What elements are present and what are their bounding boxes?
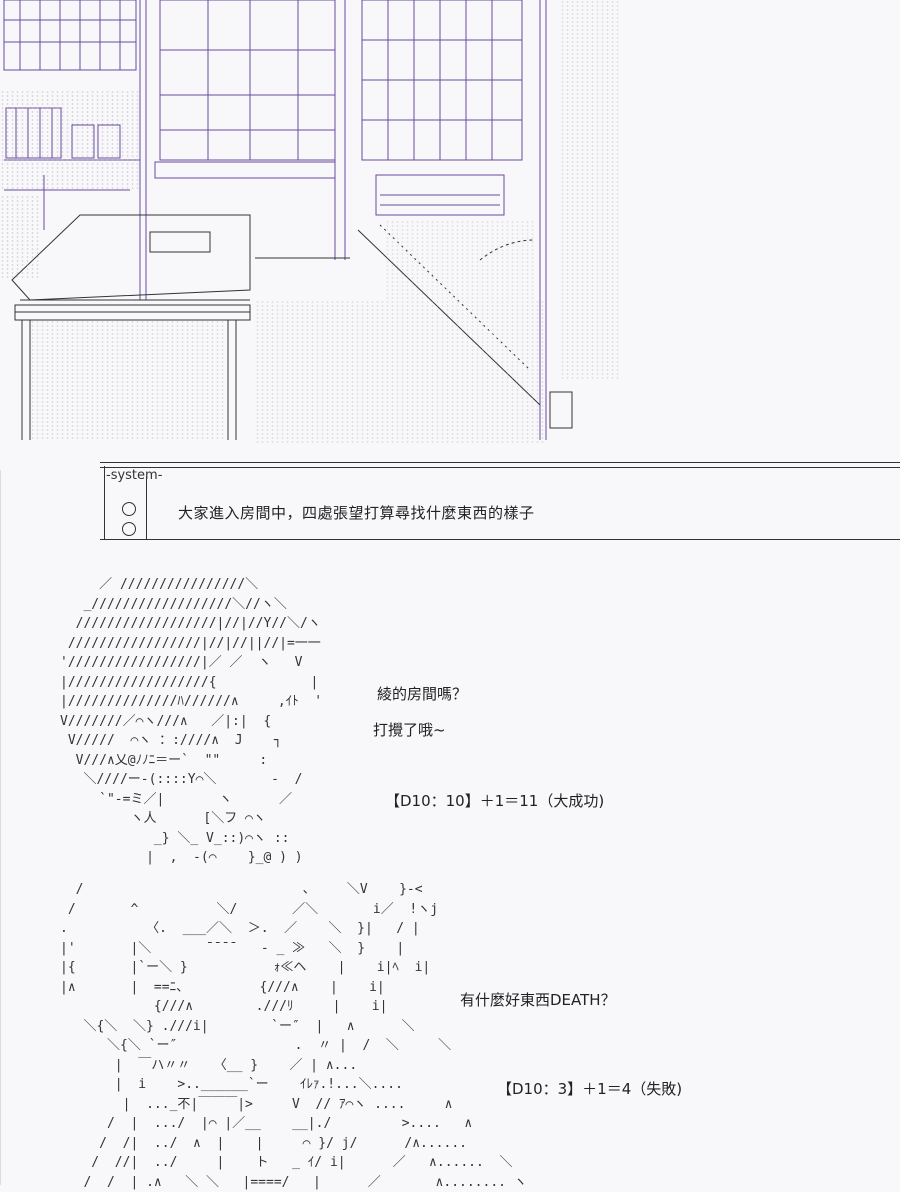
system-left-bar [104,466,105,540]
character-art-2: / 、 ＼V }-< / ^ ＼/ ／＼ i／ !ヽj . 〈. ___／＼ ＞… [60,882,527,1190]
character-art-1: ／ ////////////////＼ _//////////////////＼… [60,577,323,865]
system-message-box: -system- 大家進入房間中，四處張望打算尋找什麼東西的樣子 [100,462,900,542]
indicator-circle-icon [122,522,136,536]
scene1-dice-roll: 【D10：10】＋1＝11（大成功) [385,792,605,810]
scene2-dice-roll: 【D10：3】＋1＝4（失敗) [497,1080,683,1098]
system-message: 大家進入房間中，四處張望打算尋找什麼東西的樣子 [178,504,535,522]
system-inner-bar [146,476,147,540]
scene1-line2: 打攪了哦~ [373,721,446,739]
system-label: -system- [106,468,163,483]
system-bottom-rule [100,539,900,540]
system-top-rule [100,462,900,468]
margin-line [0,470,1,1185]
indicator-circle-icon [122,502,136,516]
room-illustration [0,0,625,448]
scene1-line1: 綾的房間嗎？ [377,685,468,703]
scene2-line1: 有什麼好東西DEATH？ [460,991,616,1009]
